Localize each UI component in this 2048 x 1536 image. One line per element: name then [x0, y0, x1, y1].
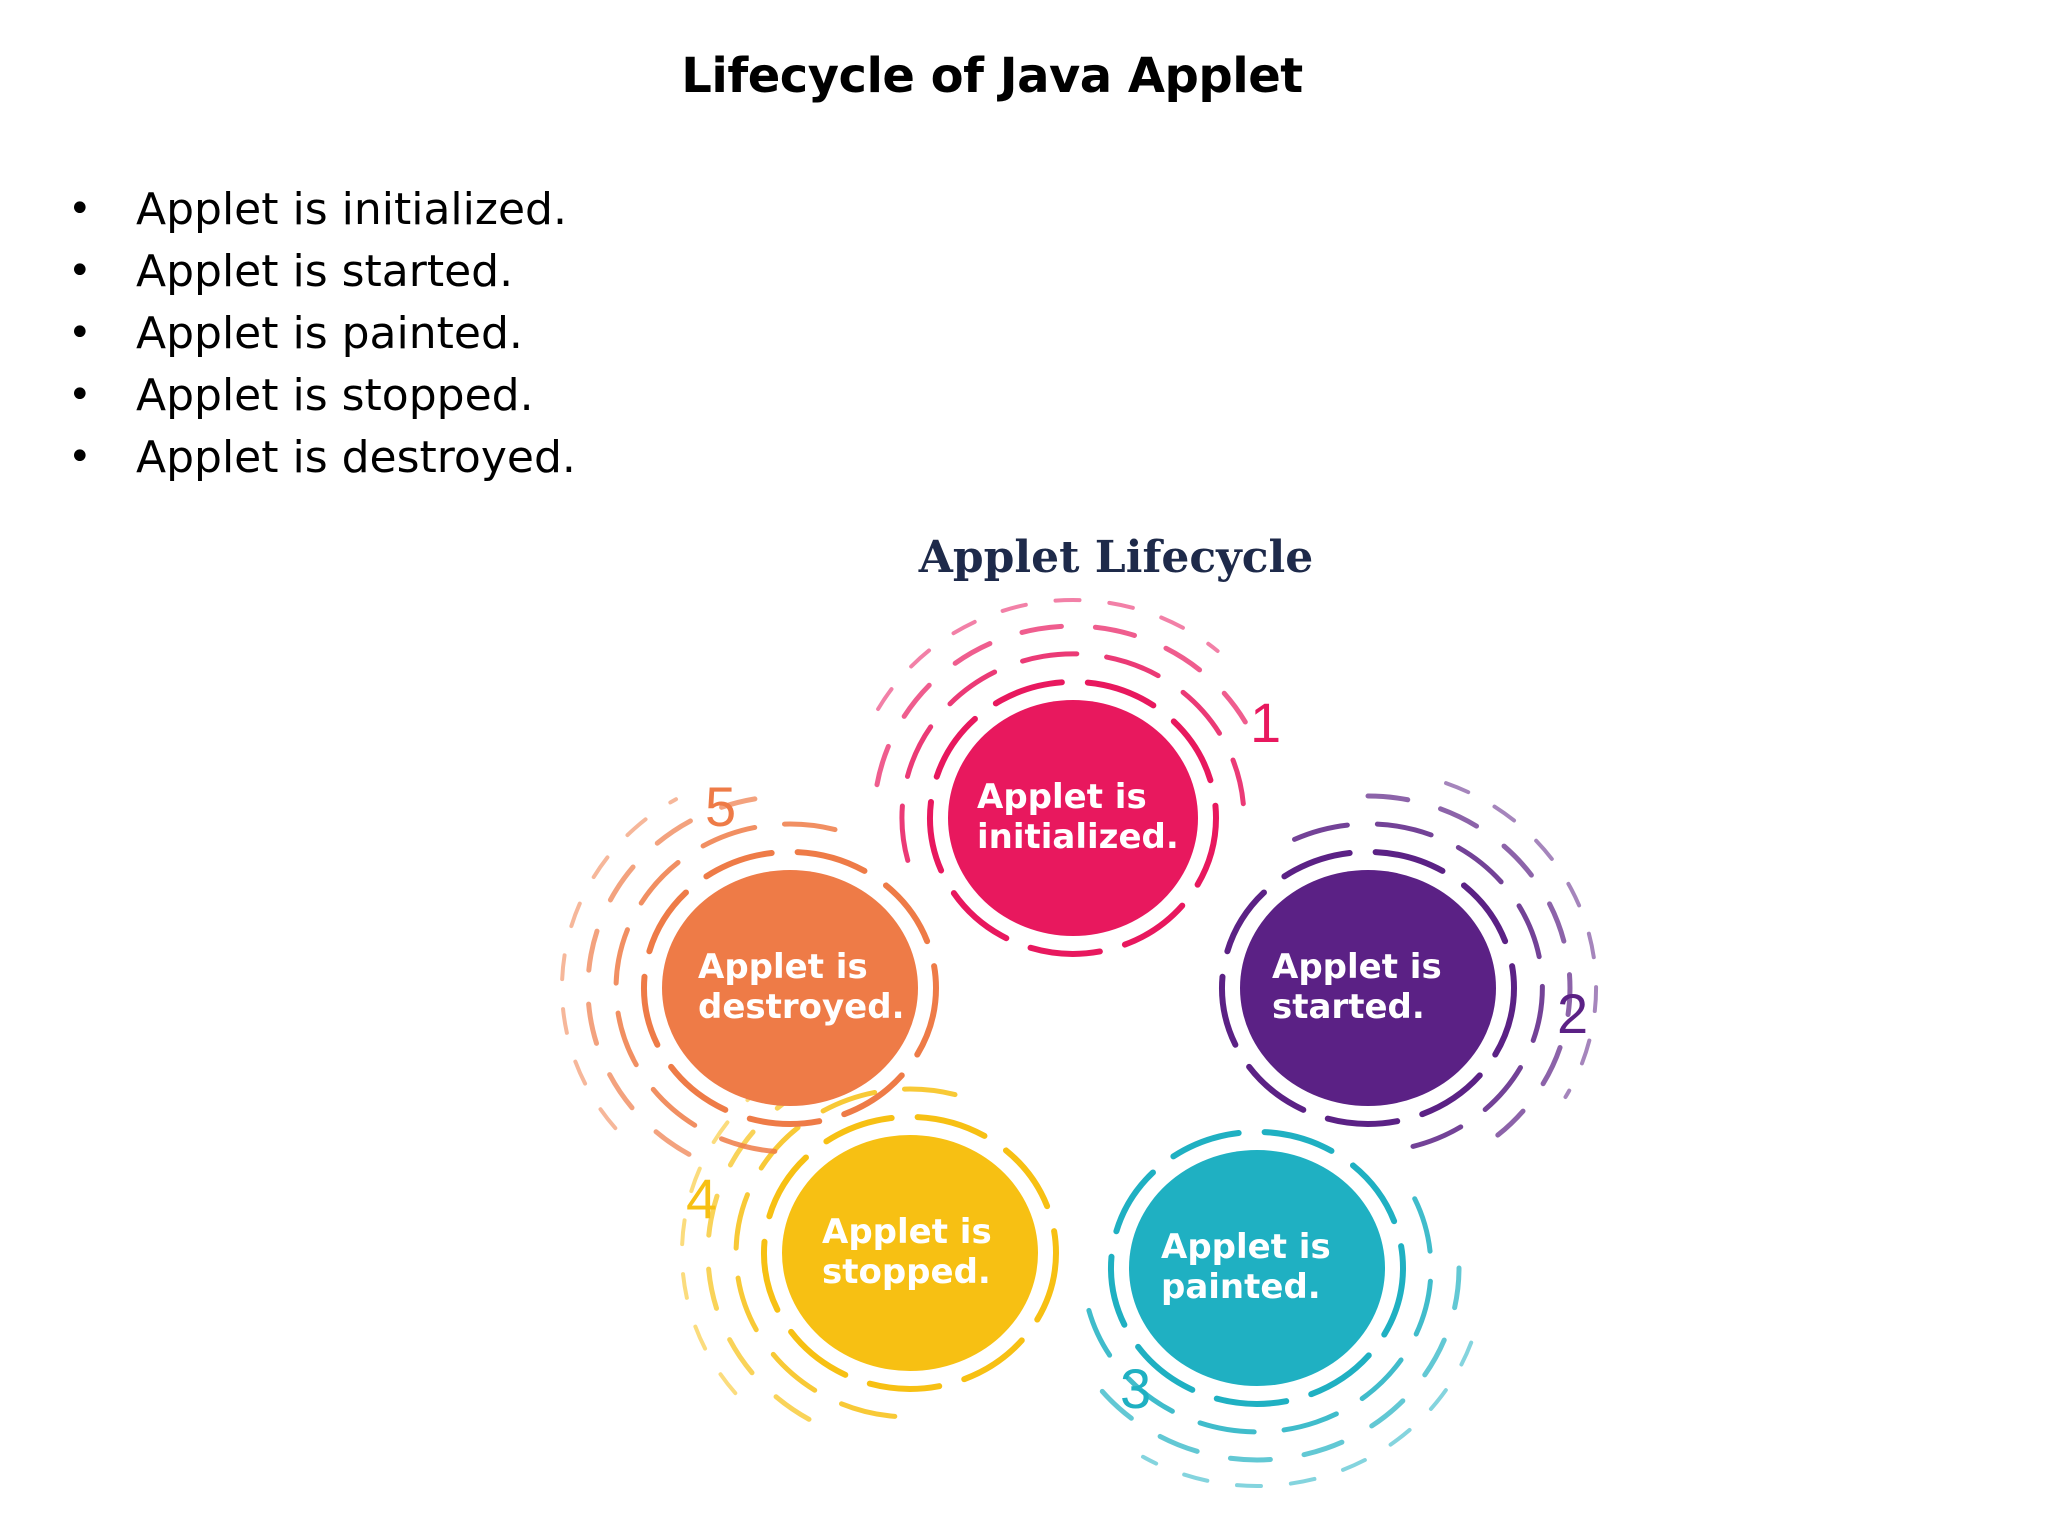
bullet-dot-icon: • — [68, 372, 92, 418]
stage-label-line1: Applet is — [822, 1212, 992, 1252]
stage-label-line2: painted. — [1161, 1267, 1321, 1307]
bullet-dot-icon: • — [68, 310, 92, 356]
bullet-item: • Applet is started. — [68, 240, 576, 302]
stage-circle — [1129, 1150, 1385, 1386]
bullet-list: • Applet is initialized. • Applet is sta… — [68, 178, 576, 488]
swirl-ring — [1099, 1265, 1462, 1463]
swirl-ring — [1086, 1196, 1434, 1435]
bullet-item: • Applet is initialized. — [68, 178, 576, 240]
stage-circle — [948, 700, 1198, 936]
swirl-ring — [1365, 793, 1573, 1138]
bullet-text: Applet is painted. — [136, 307, 523, 359]
step-number: 4 — [686, 1167, 717, 1230]
stage-label-line1: Applet is — [1272, 947, 1442, 987]
swirl-ring — [585, 796, 758, 1157]
swirl-ring — [1108, 1128, 1406, 1407]
step-number: 1 — [1250, 691, 1281, 754]
stage-label-line2: initialized. — [977, 817, 1179, 857]
stage-label-line1: Applet is — [698, 947, 868, 987]
bullet-dot-icon: • — [68, 248, 92, 294]
stage-circle — [662, 870, 918, 1106]
stage-label-line2: started. — [1272, 987, 1425, 1027]
step-number: 3 — [1120, 1357, 1151, 1420]
swirl-ring — [874, 623, 1248, 788]
swirl-ring — [1444, 781, 1599, 1099]
step-number: 5 — [705, 775, 736, 838]
bullet-text: Applet is destroyed. — [136, 431, 576, 483]
swirl-ring — [927, 678, 1219, 957]
slide-title: Lifecycle of Java Applet — [681, 48, 1303, 104]
swirl-ring — [1141, 1340, 1474, 1488]
bullet-item: • Applet is destroyed. — [68, 426, 576, 488]
swirl-ring — [899, 651, 1246, 863]
stage-circle — [1240, 870, 1496, 1106]
swirl-ring — [876, 598, 1220, 711]
swirl-ring — [559, 797, 678, 1131]
swirl-ring — [1292, 821, 1545, 1149]
bullet-dot-icon: • — [68, 186, 92, 232]
swirl-ring — [613, 821, 838, 1154]
stage-label-line2: stopped. — [822, 1252, 991, 1292]
stage-label-line1: Applet is — [1161, 1227, 1331, 1267]
step-number: 2 — [1557, 982, 1588, 1045]
stage-label-line1: Applet is — [977, 777, 1147, 817]
bullet-dot-icon: • — [68, 434, 92, 480]
bullet-text: Applet is initialized. — [136, 183, 567, 235]
diagram-title: Applet Lifecycle — [918, 532, 1313, 583]
stage-circle — [782, 1135, 1038, 1371]
swirl-ring — [733, 1086, 958, 1419]
swirl-ring — [641, 848, 939, 1127]
bullet-item: • Applet is stopped. — [68, 364, 576, 426]
bullet-text: Applet is started. — [136, 245, 514, 297]
swirl-ring — [1219, 848, 1517, 1127]
stage-label-line2: destroyed. — [698, 987, 905, 1027]
bullet-text: Applet is stopped. — [136, 369, 534, 421]
swirl-ring — [761, 1113, 1059, 1392]
bullet-item: • Applet is painted. — [68, 302, 576, 364]
